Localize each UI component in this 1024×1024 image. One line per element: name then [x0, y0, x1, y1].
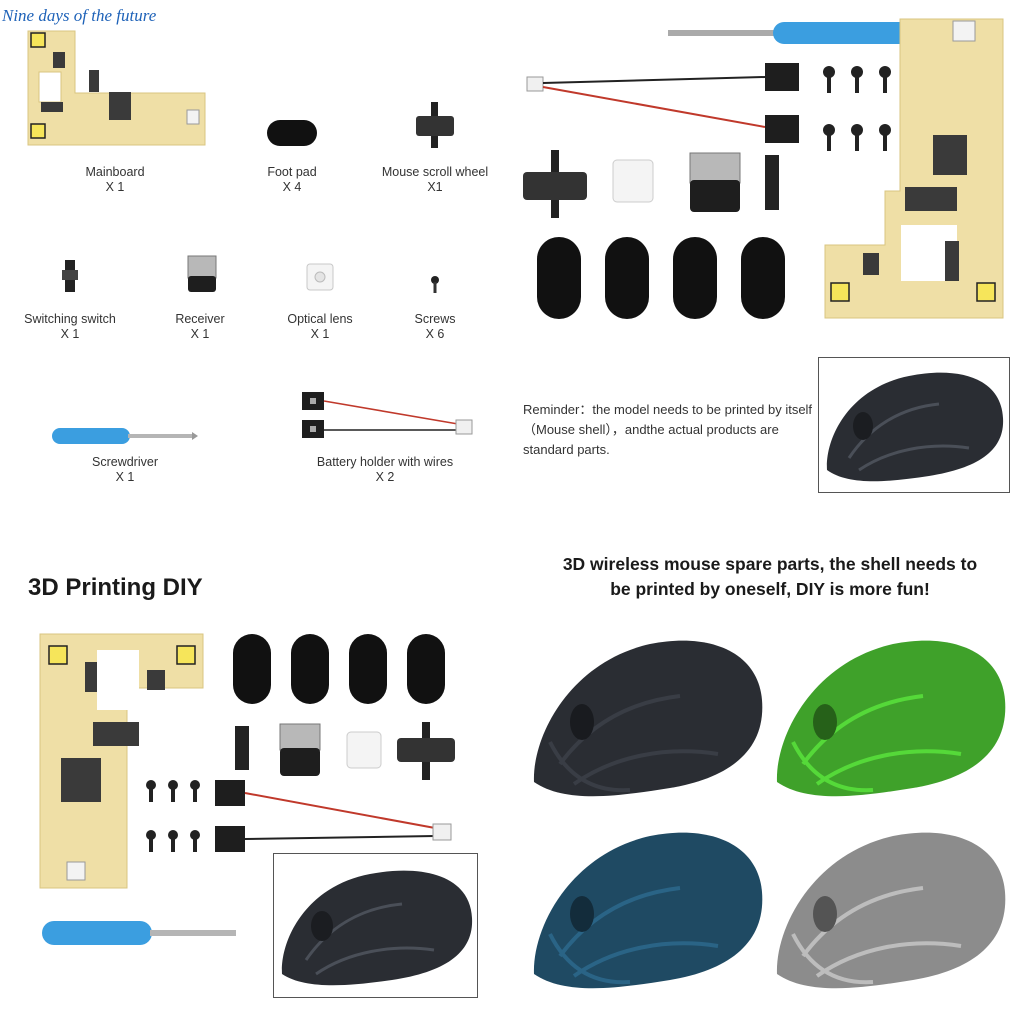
scroll-wheel-image — [416, 102, 454, 148]
reminder-mouse-frame — [818, 357, 1010, 493]
spare-parts-heading-line2: be printed by oneself, DIY is more fun! — [610, 579, 930, 599]
optical-lens-image — [306, 263, 334, 291]
mouse-image-green — [776, 640, 1006, 797]
reminder-text: Reminder：the model needs to be printed b… — [523, 402, 813, 457]
mouse-image-blue — [533, 832, 763, 989]
mouse-image-black-framed — [281, 870, 473, 986]
spare-parts-heading: 3D wireless mouse spare parts, the shell… — [520, 552, 1020, 602]
diy-heading: 3D Printing DIY — [28, 574, 203, 601]
screw-image — [431, 276, 439, 293]
switch-image — [62, 260, 78, 292]
parts-photo-top-right — [523, 18, 1004, 319]
diy-mouse-frame — [273, 853, 478, 998]
mouse-image-black — [533, 640, 763, 797]
watermark-text: Nine days of the future — [2, 6, 157, 25]
mainboard-image — [27, 30, 206, 146]
foot-pad-image — [267, 120, 317, 146]
mouse-image-gray — [776, 832, 1006, 989]
screwdriver-photo-bottom — [42, 921, 236, 945]
parts-photo-bottom-left — [39, 633, 455, 889]
battery-holder-image — [302, 392, 473, 438]
mouse-color-grid — [533, 640, 1006, 989]
spare-parts-heading-line1: 3D wireless mouse spare parts, the shell… — [562, 554, 978, 574]
mouse-image-black-small — [826, 372, 1004, 482]
screwdriver-image — [52, 428, 198, 444]
screwdriver-photo — [668, 22, 911, 44]
receiver-image — [187, 255, 217, 292]
